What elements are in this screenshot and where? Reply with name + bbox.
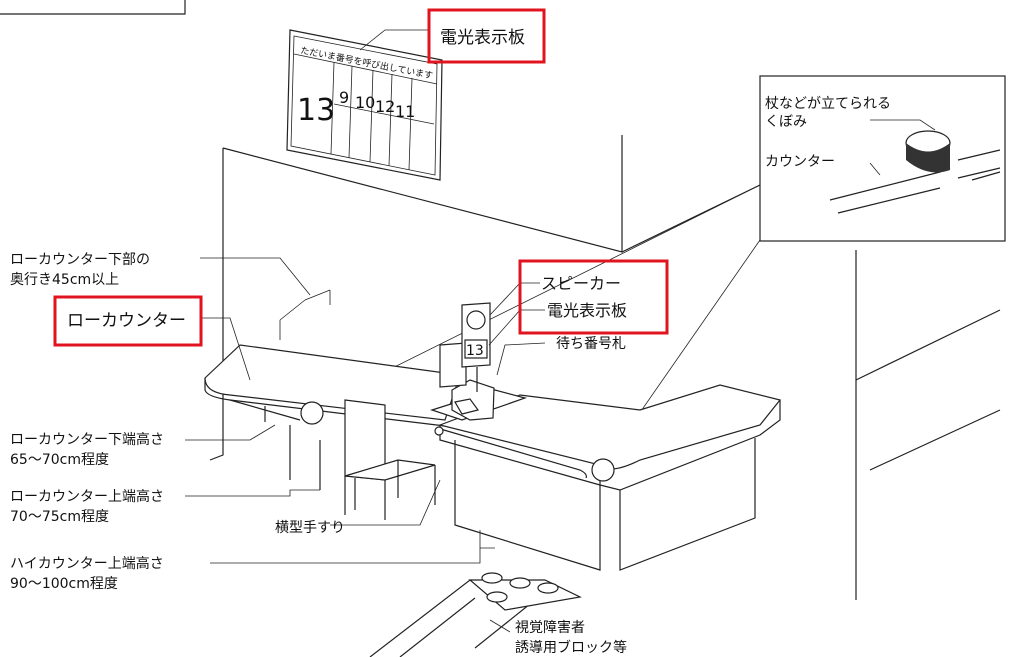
signboard-current-number: 13 (297, 93, 335, 128)
signboard-queue-4: 11 (395, 102, 415, 121)
label-number-ticket: 待ち番号札 (556, 336, 626, 352)
inset-counter-leader (869, 162, 881, 176)
label-low-counter: ローカウンター (67, 311, 186, 331)
ticket-leader (496, 342, 546, 376)
label-low-counter-bottom-2: 65～70cm程度 (10, 452, 109, 468)
label-low-counter-bottom-1: ローカウンター下端高さ (10, 431, 164, 448)
cane-notch-leader (870, 119, 936, 131)
label-high-counter-top-2: 90～100cm程度 (10, 576, 118, 592)
highlight-signboard (427, 8, 546, 64)
label-tactile-1: 視覚障害者 (515, 620, 585, 636)
speaker-icon (466, 310, 486, 330)
high-counter (434, 384, 782, 571)
back-wall (209, 135, 1001, 600)
inset-detail-box (759, 75, 1006, 242)
dimension-lines (185, 257, 495, 564)
magnifier-circle-right (591, 458, 615, 482)
label-tactile-2: 誘導用ブロック等 (515, 639, 627, 656)
counter-display-leader (488, 309, 545, 346)
label-sign-board: 電光表示板 (440, 28, 525, 48)
signboard-queue-2: 10 (355, 93, 375, 112)
label-counter: カウンター (765, 154, 835, 170)
top-left-frame (0, 0, 186, 15)
tactile-leader (489, 619, 511, 633)
label-low-counter-top-2: 70～75cm程度 (10, 509, 109, 525)
ticket-machine (430, 342, 528, 421)
label-cane-notch-2: くぼみ (765, 114, 807, 130)
magnifier-circle-left (300, 401, 324, 425)
label-cane-notch-1: 杖などが立てられる (765, 96, 891, 112)
signboard-queue-3: 12 (375, 97, 395, 116)
counter-display-number: 13 (466, 343, 484, 359)
label-speaker: スピーカー (541, 274, 621, 293)
signboard: ただいま番号を呼び出しています 13 9 10 12 11 (286, 29, 443, 181)
tactile-blocks (369, 572, 582, 657)
sign-leader (359, 29, 428, 51)
highlight-speaker-display (518, 259, 669, 335)
label-low-counter-depth-2: 奥行き45cm以上 (10, 271, 119, 288)
label-high-counter-top-1: ハイカウンター上端高さ (10, 555, 164, 572)
chair (344, 399, 436, 520)
signboard-queue-1: 9 (339, 88, 349, 107)
handrail (436, 427, 587, 479)
label-low-counter-top-1: ローカウンター上端高さ (10, 488, 164, 505)
counter-display-unit: 13 (461, 282, 546, 392)
label-low-counter-depth-1: ローカウンター下部の (10, 252, 150, 268)
label-counter-sign-board: 電光表示板 (547, 301, 627, 320)
label-handrail: 横型手すり (275, 520, 345, 536)
highlight-low-counter (53, 295, 203, 347)
